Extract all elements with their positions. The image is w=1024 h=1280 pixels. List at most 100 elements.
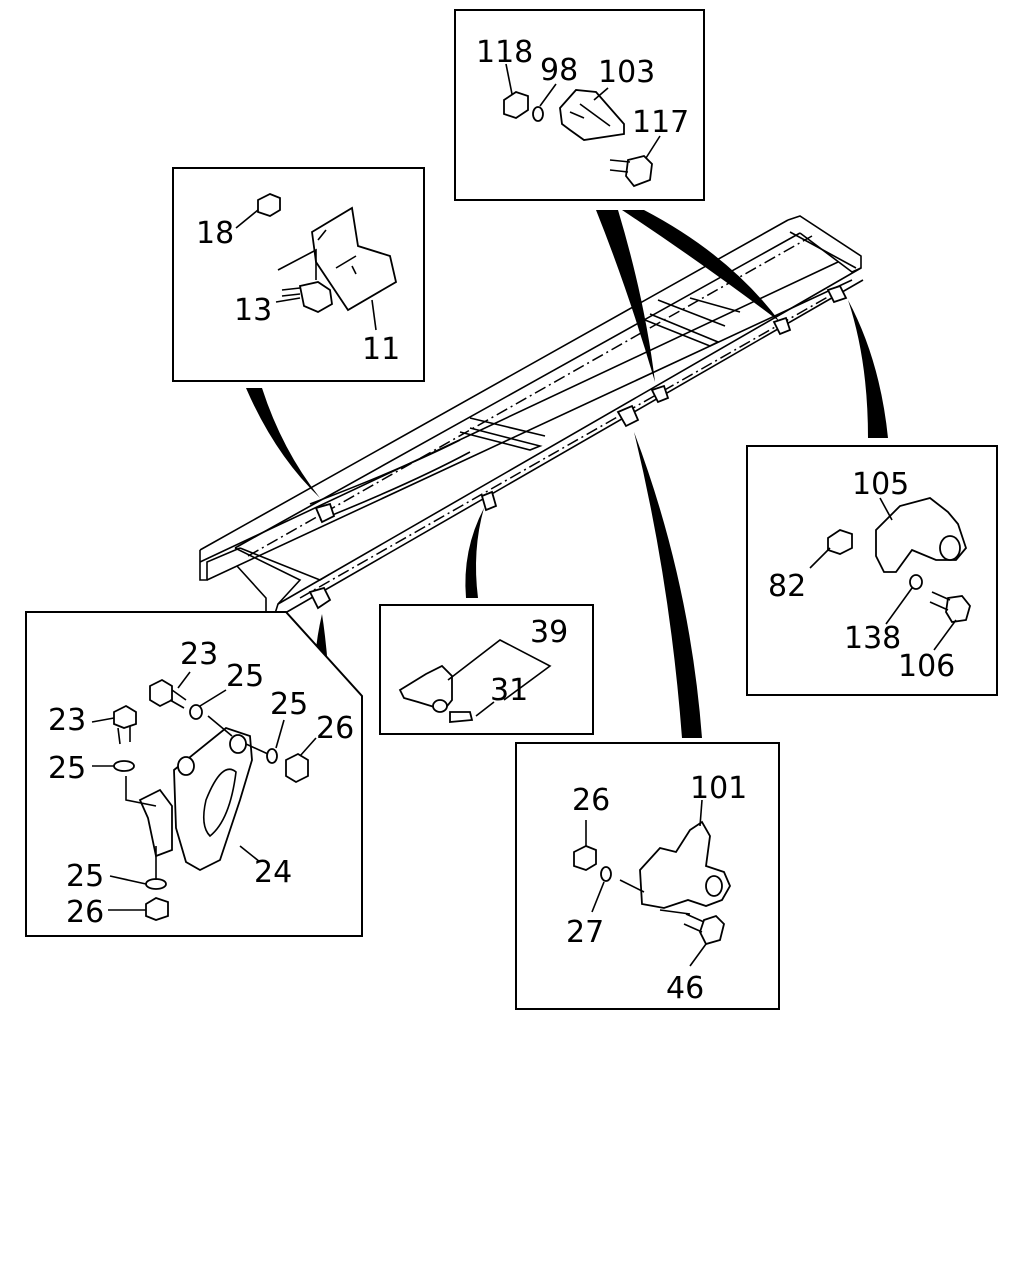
nut-18 [257, 193, 281, 217]
clip-24 [138, 788, 173, 858]
leader-101 [699, 799, 703, 827]
bracket-24-hole-2 [229, 734, 247, 754]
leader-23-top [177, 671, 191, 689]
detail-box-4-frame [379, 604, 594, 735]
callout-117: 117 [632, 105, 689, 140]
callout-25-left: 25 [48, 751, 86, 786]
callout-13: 13 [234, 293, 272, 328]
bolt-23-top-shank [169, 689, 187, 709]
leader-13 [275, 297, 301, 303]
wedge-box2-left [596, 210, 655, 382]
detail-box-3: 105 82 138 106 [746, 445, 998, 696]
wedge-box4 [465, 508, 484, 598]
inner-rail-2 [319, 451, 471, 521]
detail-box-4: 39 31 [379, 604, 594, 735]
callout-27: 27 [566, 915, 604, 950]
leader-25-bottom [109, 875, 147, 885]
bolt-23-top [149, 678, 173, 708]
bolt-13 [298, 281, 333, 314]
cross-member-5 [689, 297, 741, 313]
nut-26-right [285, 752, 309, 784]
washer-98 [532, 106, 544, 122]
callout-wedges [246, 210, 888, 738]
callout-31: 31 [490, 673, 528, 708]
callout-25-bottom: 25 [66, 859, 104, 894]
bolt-117-shank [609, 159, 631, 173]
detail-box-1: 18 13 11 [172, 167, 425, 382]
bracket-39 [398, 664, 453, 712]
washer-25-right [266, 748, 278, 764]
bracket-103-detail [569, 103, 611, 127]
chassis-frame [199, 215, 864, 621]
frame-center-line [247, 235, 813, 557]
leader-103 [593, 87, 609, 101]
callout-24: 24 [254, 855, 292, 890]
bracket-24-hole-1 [177, 756, 195, 776]
washer-25-left [113, 760, 135, 772]
wedge-box6 [634, 432, 702, 738]
wedge-box3 [848, 300, 888, 438]
callout-23-left: 23 [48, 703, 86, 738]
leader-98 [539, 83, 557, 107]
frame-bracket-3 [480, 490, 498, 512]
leader-106 [933, 619, 957, 651]
callout-26-box6: 26 [572, 783, 610, 818]
leader-25-top [199, 689, 227, 707]
frame-rear-cross [789, 231, 857, 269]
detail-box-2: 118 98 103 117 [454, 9, 705, 201]
leader-46 [689, 943, 707, 967]
frame-bracket-6 [772, 316, 792, 336]
frame-front-cross-2 [239, 547, 331, 581]
callout-26-right: 26 [316, 711, 354, 746]
cross-member-3 [639, 313, 720, 347]
frame-bracket-5 [650, 384, 670, 404]
detail-box-3-frame [746, 445, 998, 696]
leader-138 [885, 587, 913, 625]
wedge-box2-right [622, 210, 780, 322]
bolt-106 [945, 595, 971, 623]
callout-25-top: 25 [226, 659, 264, 694]
washer-25-bottom [145, 878, 167, 890]
detail-box-5: 23 25 23 25 26 25 24 25 26 [25, 611, 363, 937]
bolt-46 [699, 914, 725, 946]
leader-18 [235, 209, 259, 229]
leader-27 [591, 881, 605, 913]
bracket-39-eye [432, 699, 448, 713]
frame-bracket-4 [616, 404, 640, 428]
frame-rail-near-bottom [272, 279, 864, 621]
callout-118: 118 [476, 35, 533, 70]
frame-rail-near-lower [277, 267, 862, 605]
bolt-23-left [113, 704, 137, 729]
leader-24 [239, 845, 261, 863]
callout-23-top: 23 [180, 637, 218, 672]
cross-member-4 [657, 299, 726, 327]
bolt-117 [625, 155, 653, 188]
bolt-46-shank [683, 913, 705, 933]
cross-member-1 [459, 427, 543, 451]
frame-rail-far-top [199, 219, 789, 551]
callout-101: 101 [690, 771, 747, 806]
bracket-11 [311, 206, 398, 312]
callout-103: 103 [598, 55, 655, 90]
callout-82: 82 [768, 569, 806, 604]
callout-25-right: 25 [270, 687, 308, 722]
leader-118 [505, 63, 513, 95]
wedge-box1 [246, 388, 320, 498]
mount-101-bushing [705, 875, 723, 897]
frame-bracket-2 [308, 586, 332, 610]
pin-31 [449, 711, 474, 723]
callout-39: 39 [530, 615, 568, 650]
bolt-23-left-shank [117, 726, 131, 745]
frame-rear-end [787, 215, 862, 273]
frame-center-line-2 [299, 289, 841, 599]
washer-25-top [189, 704, 203, 720]
leader-26-right [299, 737, 317, 757]
callout-98: 98 [540, 53, 578, 88]
guide-lines-24 [125, 715, 269, 880]
bracket-103 [559, 89, 625, 141]
leader-23-left [91, 717, 115, 723]
inner-rail [309, 439, 461, 505]
callout-11: 11 [362, 332, 400, 367]
frame-rail-near-mid [206, 279, 853, 581]
